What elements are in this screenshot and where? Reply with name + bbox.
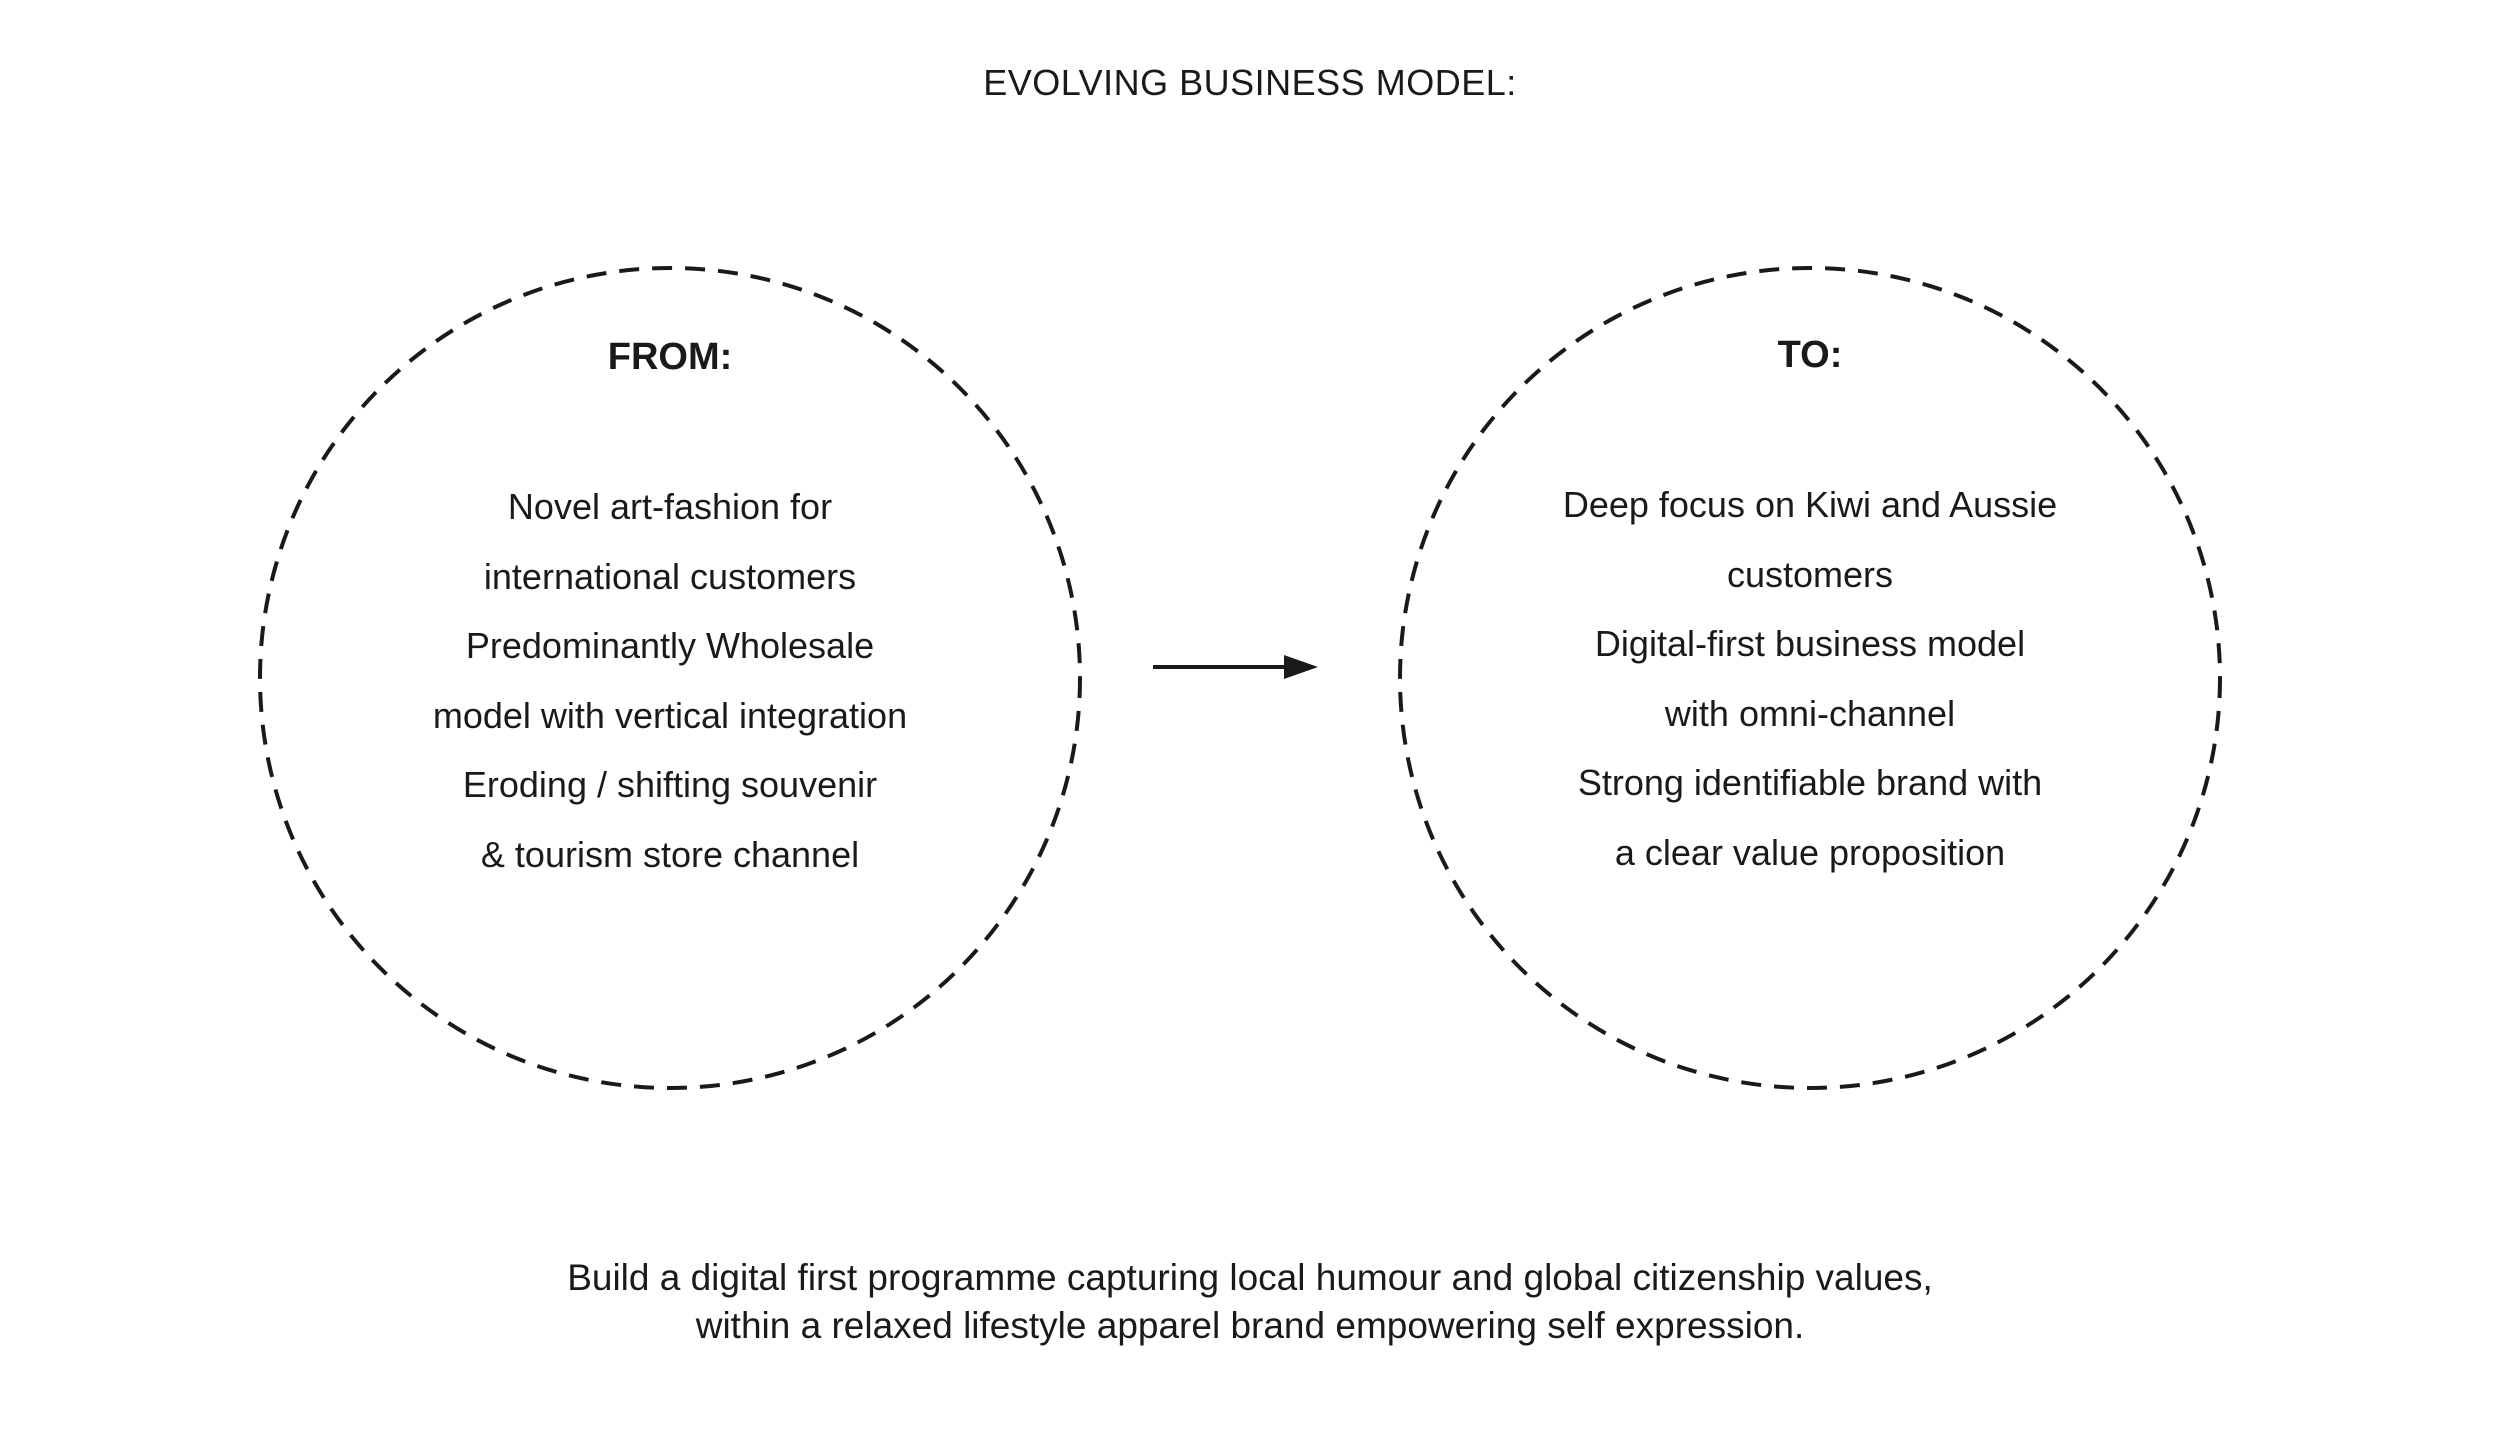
arrow-head [1284,655,1318,679]
to-lines: Deep focus on Kiwi and Aussie customers … [1510,470,2110,887]
tagline: Build a digital first programme capturin… [0,1254,2500,1350]
to-heading: TO: [1510,334,2110,377]
to-line: Deep focus on Kiwi and Aussie [1510,470,2110,540]
tagline-line: within a relaxed lifestyle apparel brand… [0,1302,2500,1350]
from-line: Novel art-fashion for [370,472,970,542]
from-line: international customers [370,542,970,612]
from-line: model with vertical integration [370,681,970,751]
to-line: Digital-first business model [1510,609,2110,679]
from-heading: FROM: [370,336,970,379]
to-line: with omni-channel [1510,679,2110,749]
from-line: Predominantly Wholesale [370,611,970,681]
from-lines: Novel art-fashion for international cust… [370,472,970,889]
to-panel: TO: Deep focus on Kiwi and Aussie custom… [1510,0,2110,1100]
to-line: a clear value proposition [1510,818,2110,888]
tagline-line: Build a digital first programme capturin… [0,1254,2500,1302]
from-panel: FROM: Novel art-fashion for internationa… [370,0,970,1100]
from-line: Eroding / shifting souvenir [370,750,970,820]
from-line: & tourism store channel [370,820,970,890]
to-line: customers [1510,540,2110,610]
transition-arrow [1153,655,1318,679]
to-line: Strong identifiable brand with [1510,748,2110,818]
